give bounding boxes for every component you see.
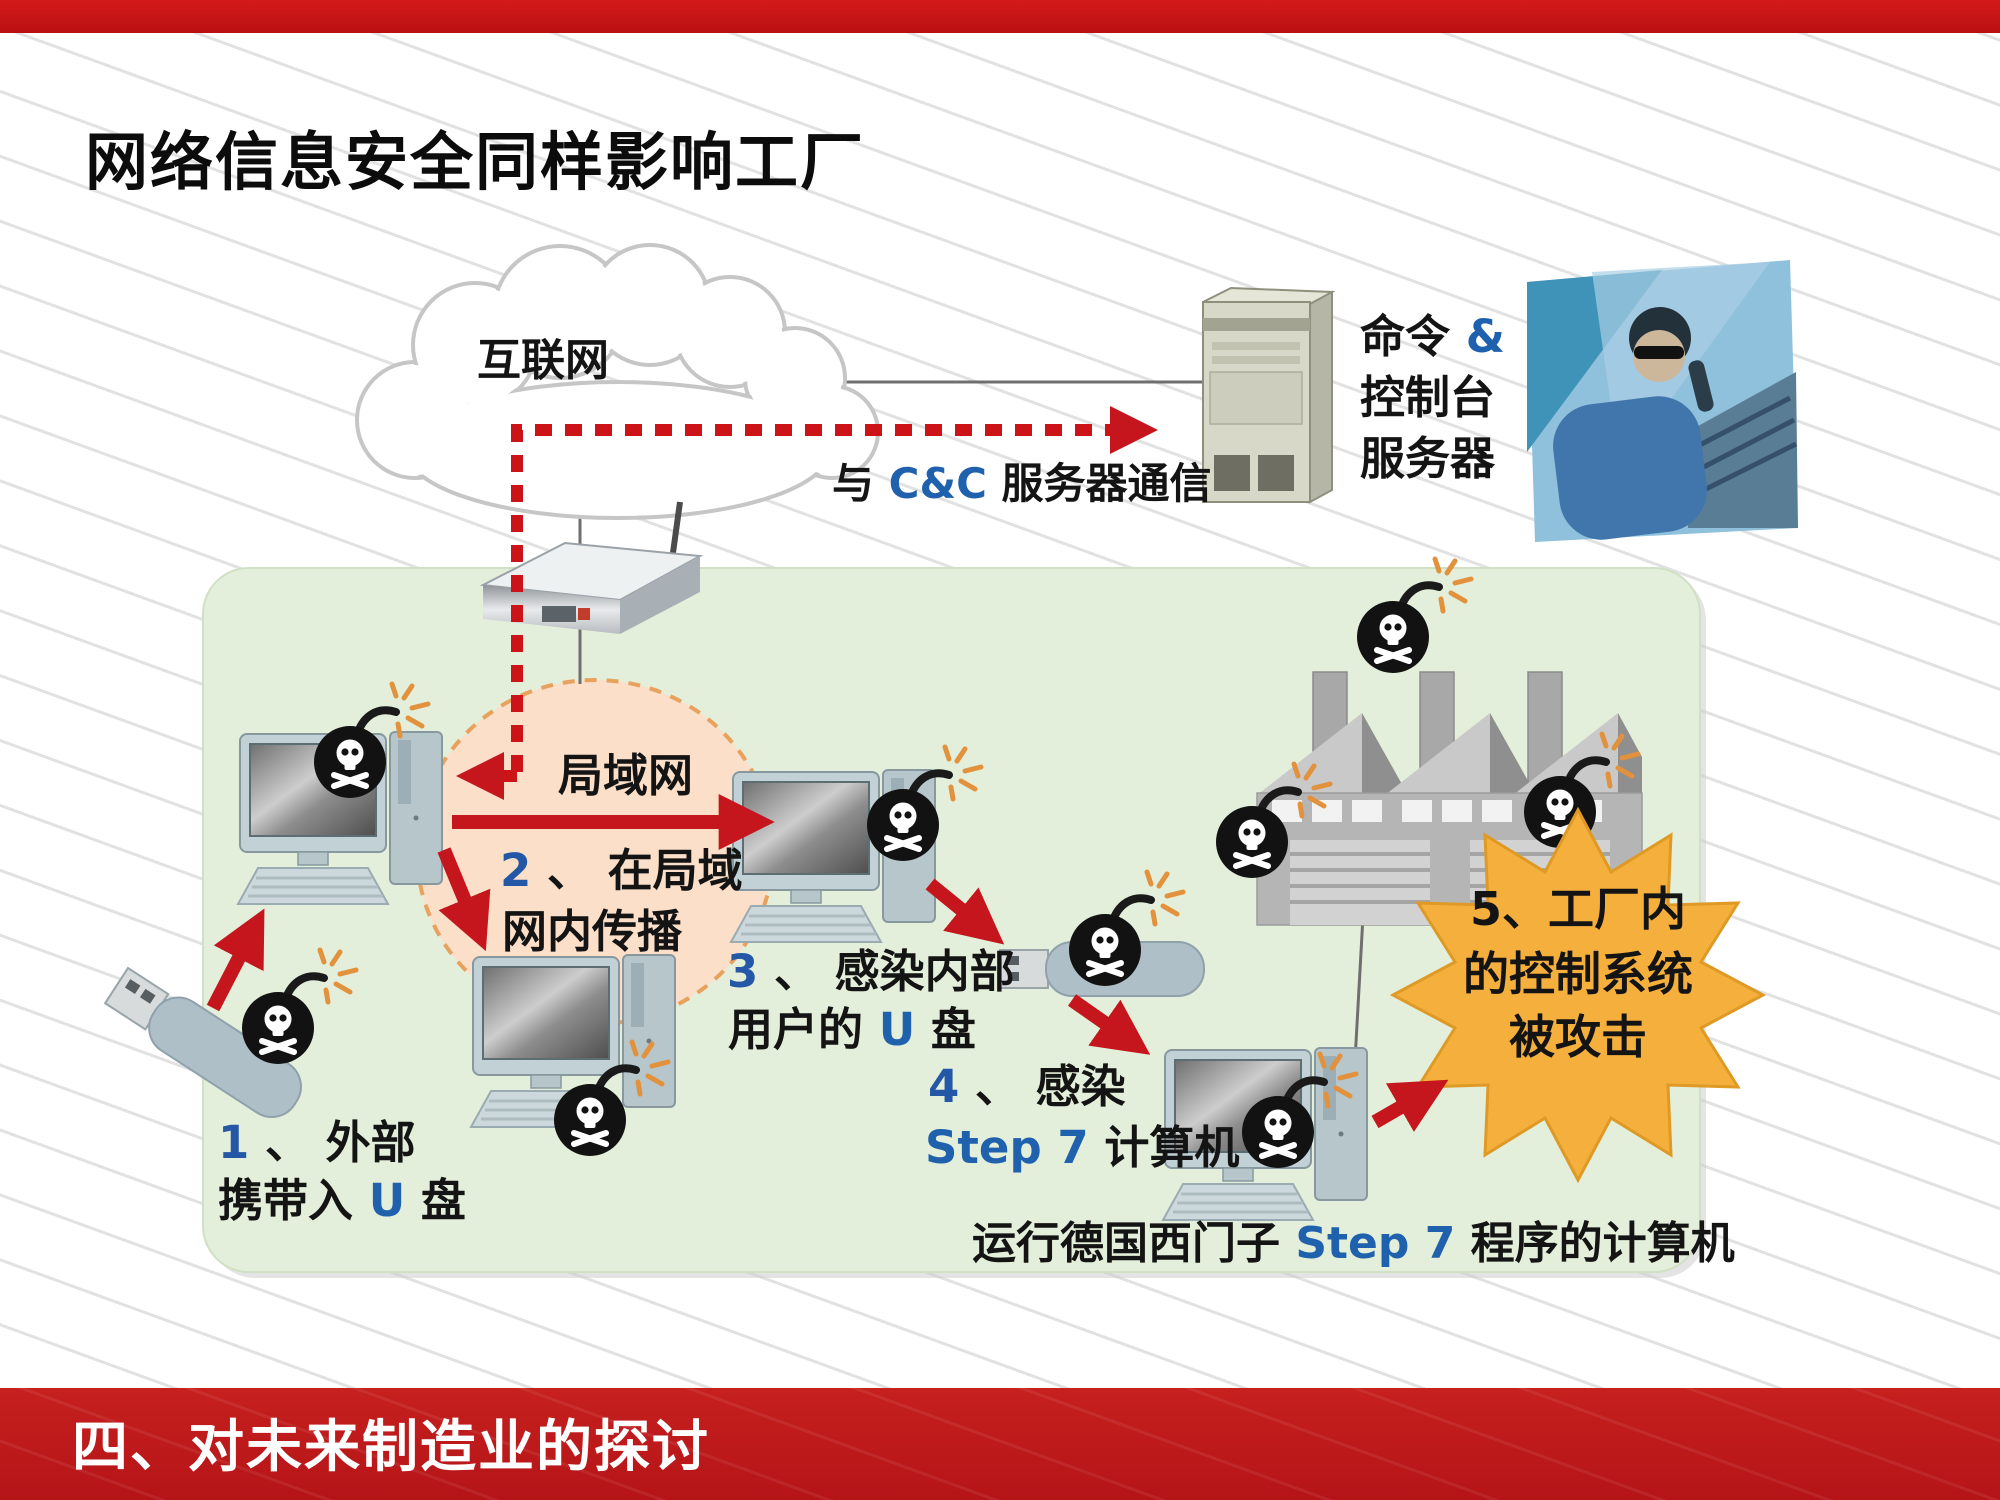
- step1-line2-post: 盘: [421, 1174, 466, 1227]
- lan-label: 局域网: [558, 749, 693, 802]
- step2-label: 2 、 在局域 网内传播: [500, 844, 743, 958]
- internet-label: 互联网: [477, 335, 609, 386]
- step4-line2-cn: 计算机: [1104, 1121, 1239, 1174]
- step4-number: 4: [928, 1060, 959, 1113]
- hacker-illustration: [1527, 260, 1798, 542]
- svg-text:被攻击: 被攻击: [1509, 1010, 1647, 1064]
- step3-line2-u: U: [879, 1003, 916, 1056]
- cc-comm-post: 服务器通信: [1002, 459, 1212, 508]
- cc-comm-highlight: C&C: [889, 459, 987, 508]
- server-label-line1: 命令: [1360, 310, 1451, 363]
- svg-text:的控制系统: 的控制系统: [1463, 947, 1693, 1001]
- arrow-step7-to-plant: [1371, 1079, 1449, 1132]
- dashed-arrow-to-server: [511, 406, 1158, 772]
- svg-text:5、工厂内: 5、工厂内: [1470, 882, 1686, 936]
- step5-line2: 的控制系统: [1463, 947, 1693, 1001]
- internet-cloud: [355, 243, 880, 520]
- caption-en: Step 7: [1295, 1218, 1455, 1269]
- svg-text:命令 &: 命令 &: [1360, 310, 1505, 363]
- step5-line1: 5、工厂内: [1470, 882, 1686, 936]
- server-label-amp: &: [1466, 310, 1505, 363]
- arrow-usb-to-step7: [1067, 994, 1151, 1055]
- step1-line2-u: U: [369, 1174, 406, 1227]
- step2-number: 2: [500, 844, 531, 897]
- step1-line1: 外部: [326, 1116, 416, 1169]
- server-label-line2: 控制台: [1360, 371, 1495, 424]
- top-red-bar: [0, 0, 2000, 33]
- step4-line1: 感染: [1036, 1060, 1126, 1113]
- step1-sep: 、: [265, 1116, 310, 1169]
- arrow-pc3-to-usb: [925, 878, 1005, 945]
- step4-sep: 、: [975, 1060, 1020, 1113]
- arrow-lan-to-pc2: [437, 847, 491, 952]
- step3-line2-post: 盘: [931, 1003, 976, 1056]
- usb-drive-external: [103, 966, 302, 1118]
- arrow-usb-to-pc1: [206, 908, 265, 1012]
- step3-number: 3: [727, 945, 758, 998]
- page-title: 网络信息安全同样影响工厂: [85, 126, 865, 199]
- step3-line2-pre: 用户的: [728, 1003, 863, 1056]
- cc-comm-pre: 与: [832, 459, 874, 508]
- step1-number: 1: [218, 1116, 249, 1169]
- cc-server: [1202, 286, 1336, 504]
- bottom-red-bar: [0, 1388, 2000, 1500]
- cc-server-label: 命令 & 控制台 服务器: [1360, 310, 1505, 485]
- svg-text:服务器: 服务器: [1360, 432, 1496, 485]
- step3-sep: 、: [774, 945, 819, 998]
- svg-text:4 、 感染: 4 、 感染: [928, 1060, 1126, 1113]
- svg-text:用户的 U 盘: 用户的 U 盘: [728, 1003, 976, 1056]
- step4-line2-en: Step 7: [925, 1121, 1089, 1174]
- server-label-line3: 服务器: [1360, 432, 1496, 485]
- step3-line1: 感染内部: [835, 945, 1015, 998]
- step2-sep: 、: [547, 844, 592, 897]
- step1-label: 1 、 外部 携带入 U 盘: [218, 1116, 466, 1227]
- svg-text:携带入 U 盘: 携带入 U 盘: [218, 1174, 466, 1227]
- step4-label: 4 、 感染 Step 7 计算机: [925, 1060, 1239, 1174]
- caption-pre: 运行德国西门子: [972, 1218, 1280, 1269]
- caption-post: 程序的计算机: [1471, 1218, 1735, 1269]
- lan-label-text: 局域网: [558, 749, 693, 802]
- attack-starburst: [1389, 806, 1767, 1184]
- cc-dashed-path: [456, 406, 1158, 800]
- svg-text:控制台: 控制台: [1360, 371, 1495, 424]
- step5-line3: 被攻击: [1509, 1010, 1647, 1064]
- infection-arrows: [206, 794, 1449, 1132]
- step1-line2-pre: 携带入: [218, 1174, 353, 1227]
- svg-text:网内传播: 网内传播: [502, 905, 683, 958]
- step3-label: 3 、 感染内部 用户的 U 盘: [727, 945, 1015, 1056]
- svg-text:Step 7 计算机: Step 7 计算机: [925, 1121, 1239, 1174]
- step7-caption: 运行德国西门子 Step 7 程序的计算机: [972, 1218, 1735, 1269]
- cc-comm-label: 与 C&C 服务器通信: [832, 459, 1212, 508]
- step2-line2: 网内传播: [502, 905, 683, 958]
- svg-text:2 、 在局域: 2 、 在局域: [500, 844, 743, 897]
- footer-section-title: 四、对未来制造业的探讨: [72, 1415, 710, 1480]
- step5-label: 5、工厂内 的控制系统 被攻击: [1463, 882, 1693, 1064]
- svg-text:3 、 感染内部: 3 、 感染内部: [727, 945, 1015, 998]
- svg-text:1 、 外部: 1 、 外部: [218, 1116, 416, 1169]
- step2-line1: 在局域: [608, 844, 743, 897]
- internet-label-text: 互联网: [477, 335, 609, 386]
